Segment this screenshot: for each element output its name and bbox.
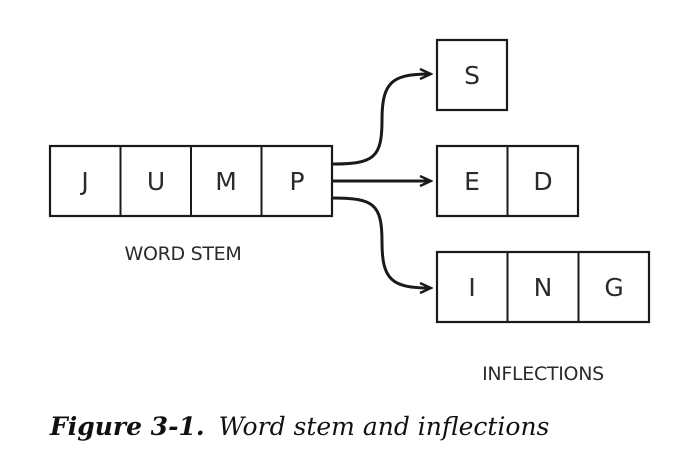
word-stem-box: J U M P	[48, 144, 334, 218]
figure-title: Word stem and inflections	[218, 412, 550, 441]
stem-letter: P	[289, 167, 304, 196]
inflection-s-box: S	[435, 38, 509, 112]
figure-caption: Figure 3-1. Word stem and inflections	[50, 412, 549, 441]
inflection-letter: S	[464, 61, 480, 90]
inflection-letter: E	[464, 167, 480, 196]
inflection-letter: D	[533, 167, 552, 196]
word-stem-inflection-diagram: J U M P WORD STEM S E D I N G	[48, 38, 651, 385]
inflection-outline	[435, 38, 509, 112]
inflections-label: INFLECTIONS	[482, 363, 604, 385]
inflection-outline	[435, 250, 651, 324]
arrow-to-ing	[331, 196, 430, 288]
stem-letter: U	[147, 167, 165, 196]
inflection-ed-box: E D	[435, 144, 580, 218]
figure-number: Figure 3-1.	[50, 412, 205, 441]
inflection-ing-box: I N G	[435, 250, 651, 324]
stem-letter: M	[215, 167, 237, 196]
inflection-letter: G	[604, 273, 623, 302]
word-stem-label: WORD STEM	[125, 243, 242, 265]
arrow-to-s	[331, 74, 430, 166]
stem-letter: J	[79, 167, 88, 196]
inflection-letter: N	[534, 273, 553, 302]
inflection-letter: I	[468, 273, 475, 302]
